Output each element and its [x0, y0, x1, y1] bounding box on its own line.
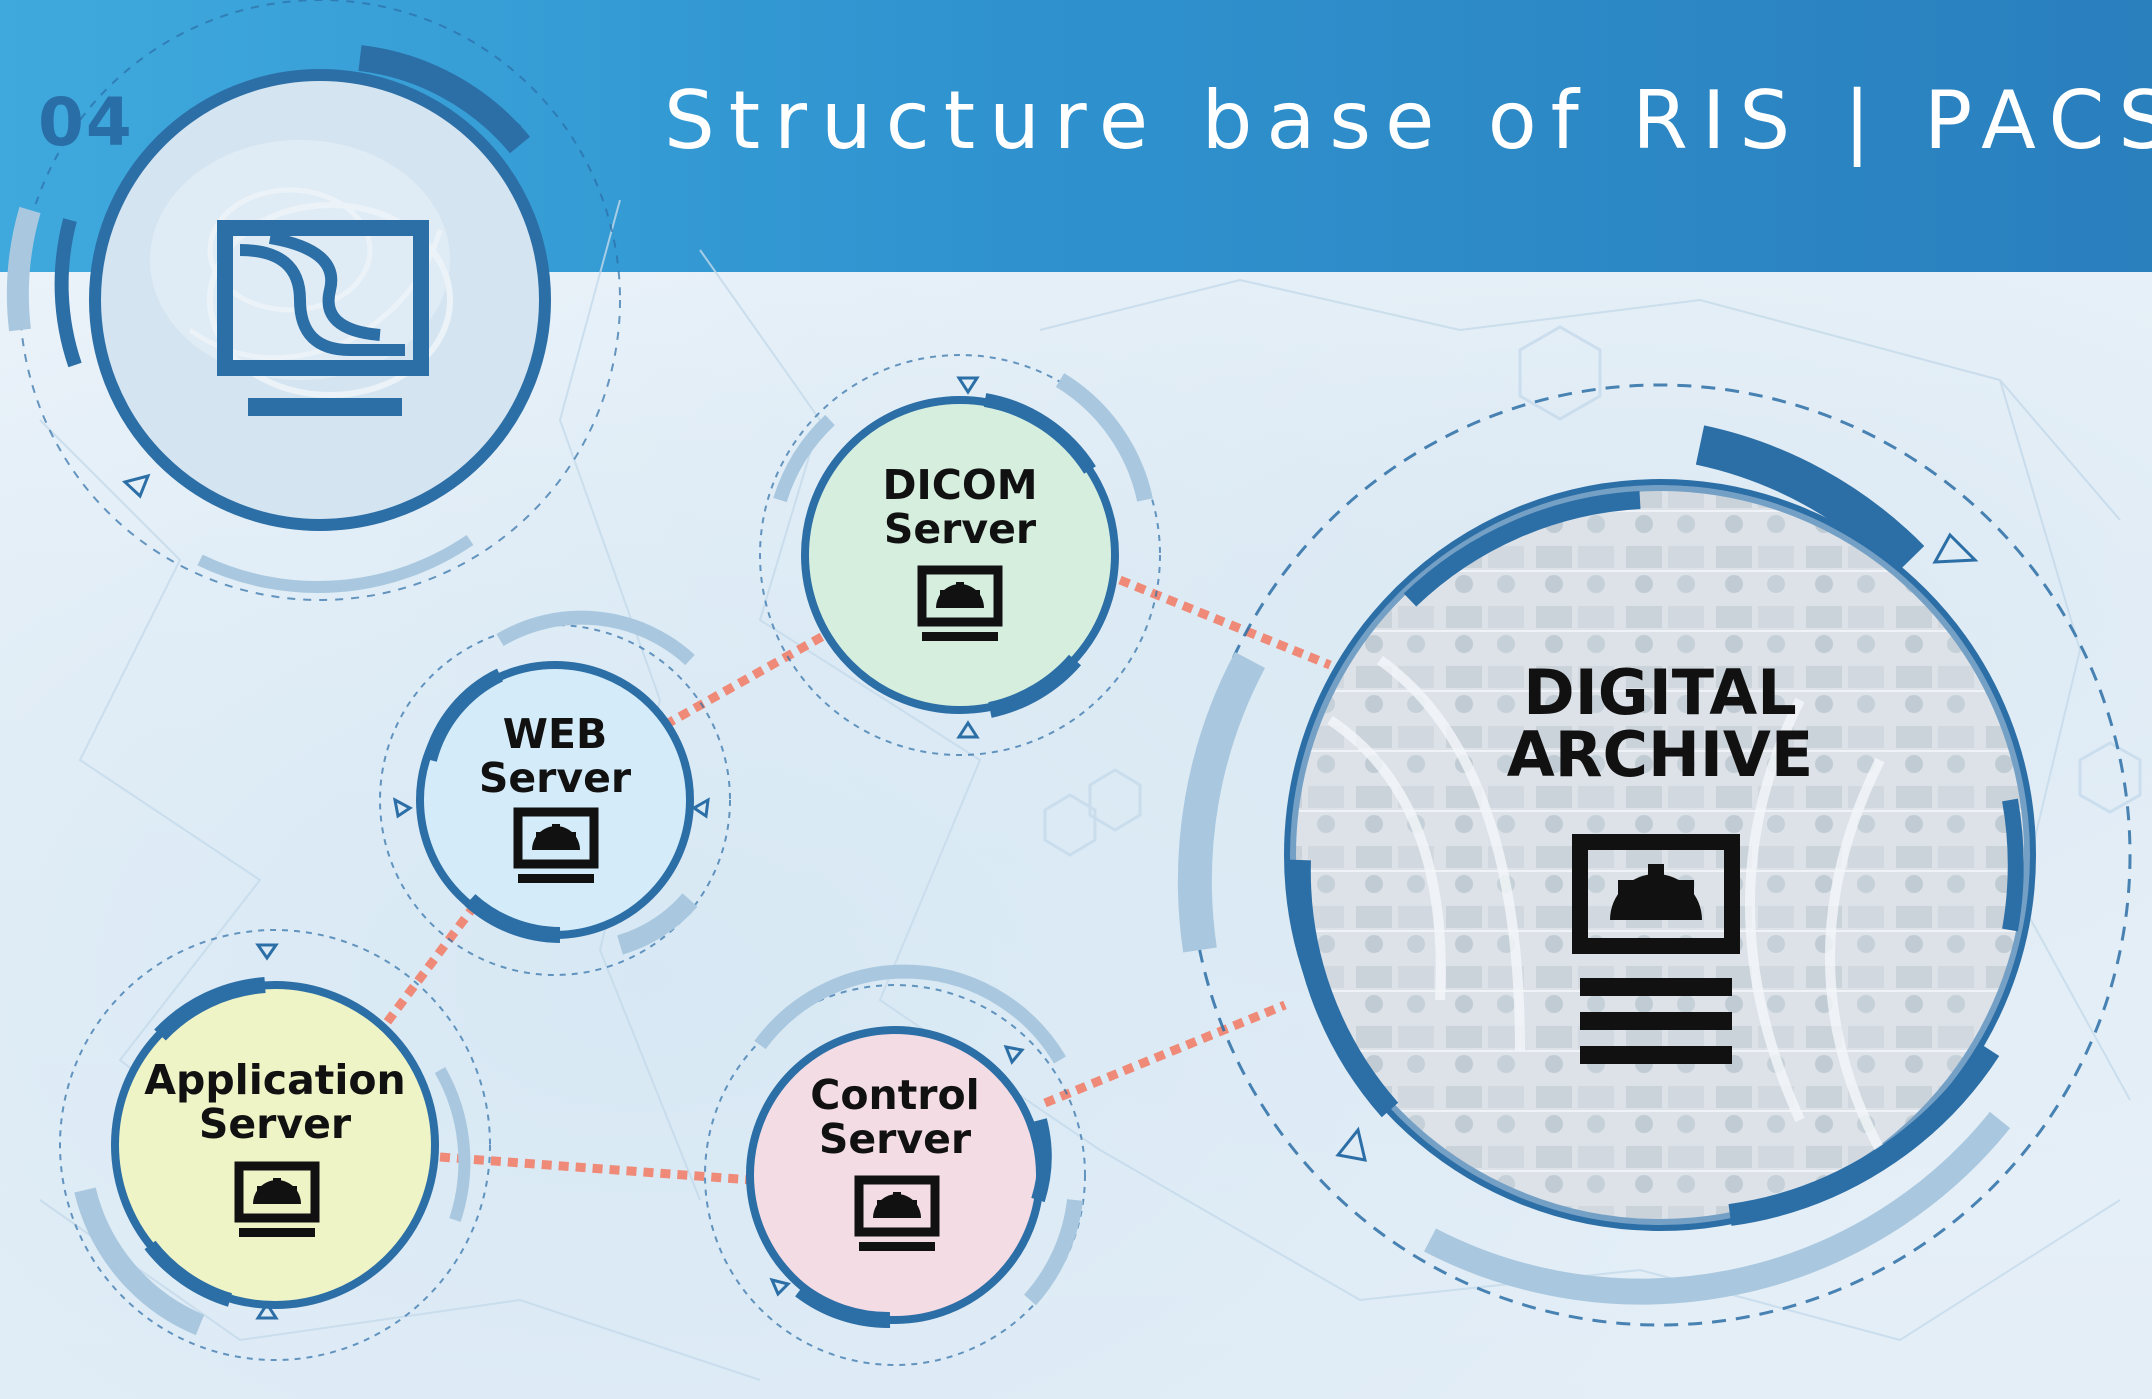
server-monitor-icon: [234, 1161, 320, 1237]
server-monitor-icon: [917, 565, 1003, 641]
slide-number: 04: [38, 84, 134, 161]
node-label-line: DICOM: [882, 461, 1038, 509]
emblem: [6, 0, 621, 601]
node-archive: [1177, 383, 2132, 1327]
node-label-line: Server: [198, 1100, 352, 1149]
node-control: [704, 964, 1086, 1366]
triangle-markers: [121, 107, 1979, 1320]
node-label-web: WEB Server: [455, 712, 655, 801]
node-label-line: Application: [144, 1056, 406, 1104]
node-label-application: Application Server: [130, 1058, 420, 1147]
node-application: [59, 929, 491, 1361]
link-web-application: [381, 902, 479, 1028]
server-monitor-icon: [854, 1175, 940, 1251]
links: [381, 575, 1332, 1185]
slide-title: Structure base of RIS | PACS?: [664, 74, 2152, 167]
node-label-line: ARCHIVE: [1506, 718, 1814, 791]
node-label-line: Server: [818, 1115, 972, 1164]
node-label-line: Control: [810, 1071, 980, 1119]
server-rack-icon: [1572, 834, 1740, 1064]
node-label-line: Server: [883, 505, 1037, 554]
node-label-archive: DIGITAL ARCHIVE: [1460, 662, 1860, 786]
link-web-dicom: [662, 631, 828, 729]
node-label-line: Server: [478, 754, 632, 803]
link-dicom-archive: [1118, 575, 1332, 670]
node-label-line: WEB: [502, 710, 608, 758]
node-dicom: [759, 354, 1161, 756]
background-hexagons: [1043, 325, 2142, 857]
server-monitor-icon: [513, 807, 599, 883]
medical-monitor-icon: [217, 220, 429, 416]
link-application-control: [439, 1152, 753, 1185]
node-web: [379, 610, 731, 976]
node-label-dicom: DICOM Server: [860, 463, 1060, 552]
node-label-line: DIGITAL: [1523, 656, 1797, 729]
link-control-archive: [1043, 1000, 1287, 1108]
node-label-control: Control Server: [780, 1073, 1010, 1162]
